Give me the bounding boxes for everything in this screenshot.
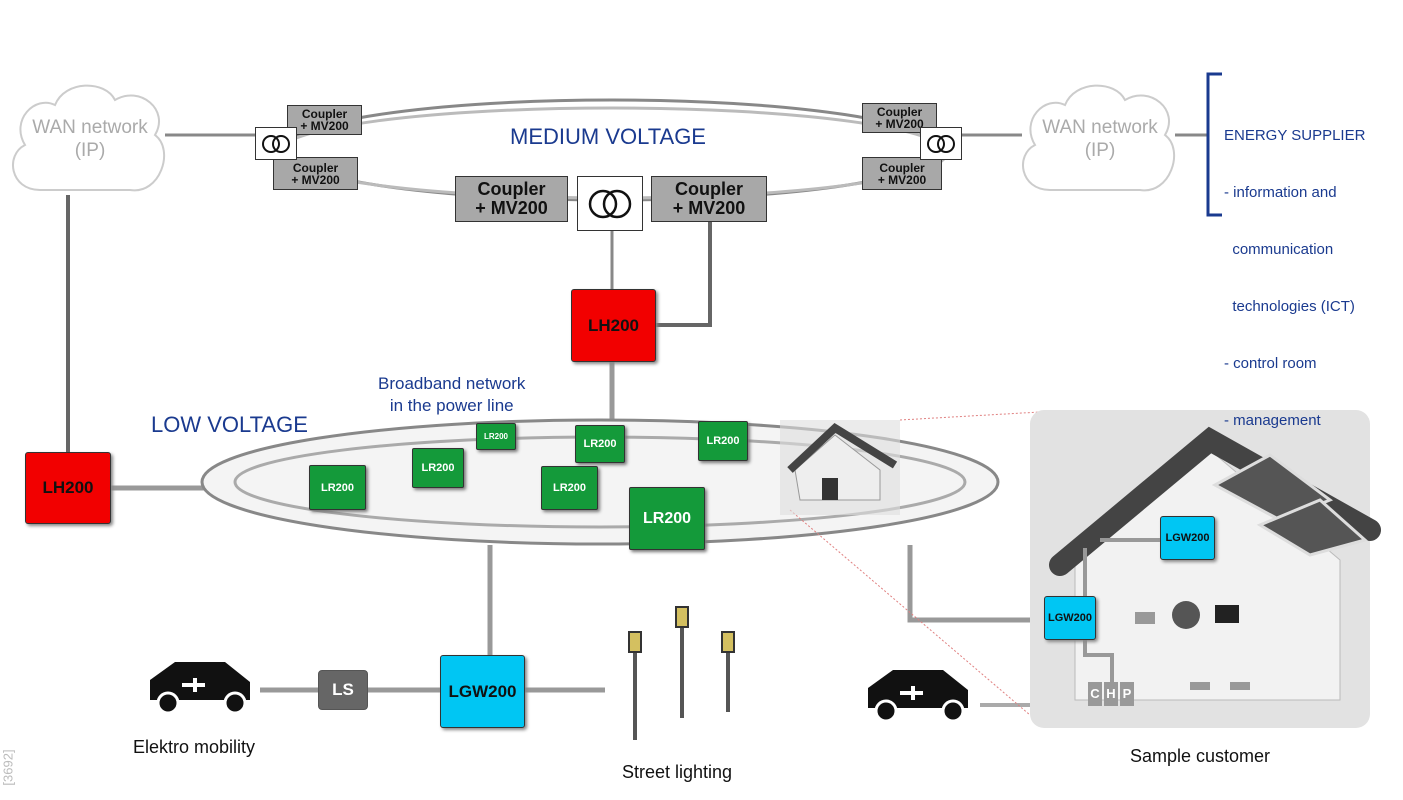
lgw200-device: LGW200 <box>1160 516 1215 560</box>
energy-supplier-info: ENERGY SUPPLIER - information and commun… <box>1224 88 1365 449</box>
supplier-item: - information and <box>1224 184 1337 201</box>
wan-label: WAN network <box>32 117 148 138</box>
coupler-text: + MV200 <box>875 117 924 131</box>
broadband-line2: in the power line <box>389 396 514 415</box>
coupler-mv200: Coupler+ MV200 <box>287 105 362 135</box>
lgw200-device: LGW200 <box>1044 596 1096 640</box>
coupler-mv200-main: Coupler+ MV200 <box>455 176 568 222</box>
wan-ip-label: (IP) <box>74 140 106 161</box>
cloud-right <box>1022 84 1175 192</box>
small-house-icon <box>787 422 898 501</box>
coupler-text: Coupler <box>477 179 546 199</box>
broadband-label: Broadband network in the power line <box>378 373 525 417</box>
chp-letter: H <box>1104 682 1118 706</box>
electric-car-icon <box>150 662 250 715</box>
sample-customer-caption: Sample customer <box>1130 746 1271 766</box>
supplier-item: technologies (ICT) <box>1224 298 1355 315</box>
elektro-mobility-caption: Elektro mobility <box>133 737 256 757</box>
supplier-item: communication <box>1224 241 1334 258</box>
coupler-text: + MV200 <box>300 119 349 133</box>
street-lighting-caption: Street lighting <box>622 762 733 782</box>
chp-letter: C <box>1088 682 1102 706</box>
coupler-text: Coupler <box>879 160 925 175</box>
chp-letter: P <box>1120 682 1134 706</box>
broadband-line1: Broadband network <box>378 374 526 393</box>
coupler-text: + MV200 <box>672 198 746 218</box>
supplier-bracket <box>1206 72 1222 217</box>
watermark: [3692] <box>0 749 16 786</box>
lgw200-device: LGW200 <box>440 655 525 728</box>
coupler-mv200: Coupler+ MV200 <box>862 157 942 190</box>
cloud-left <box>12 84 165 192</box>
chp-unit: C H P <box>1088 682 1134 706</box>
transformer-icon <box>255 127 297 160</box>
low-voltage-label: LOW VOLTAGE <box>151 412 308 437</box>
customer-house-icon <box>1049 426 1381 701</box>
transformer-icon <box>920 127 962 160</box>
street-lamps <box>628 606 735 740</box>
supplier-item: - control room <box>1224 355 1317 372</box>
lr200-device: LR200 <box>575 425 625 463</box>
coupler-mv200: Coupler+ MV200 <box>273 157 358 190</box>
coupler-text: Coupler <box>674 179 743 199</box>
lh200-device: LH200 <box>25 452 111 524</box>
wan-network-right: WAN network(IP) <box>1030 116 1170 162</box>
lr200-device: LR200 <box>412 448 464 488</box>
lr200-device: LR200 <box>476 423 516 450</box>
energy-supplier-title: ENERGY SUPPLIER <box>1224 127 1366 144</box>
lr200-device: LR200 <box>309 465 366 510</box>
coupler-text: Coupler <box>301 107 348 121</box>
medium-voltage-label: MEDIUM VOLTAGE <box>510 124 706 149</box>
lr200-device: LR200 <box>629 487 705 550</box>
coupler-text: Coupler <box>876 105 923 119</box>
electric-car-icon-customer <box>868 670 968 723</box>
supplier-item: - management <box>1224 412 1321 429</box>
wan-ip-label: (IP) <box>1084 140 1116 161</box>
wan-label: WAN network <box>1042 117 1158 138</box>
wan-network-left: WAN network(IP) <box>20 116 160 162</box>
lr200-device: LR200 <box>698 421 748 461</box>
coupler-mv200-main: Coupler+ MV200 <box>651 176 767 222</box>
coupler-text: + MV200 <box>475 198 548 218</box>
coupler-text: + MV200 <box>877 172 927 187</box>
lr200-device: LR200 <box>541 466 598 510</box>
transformer-icon <box>577 176 643 231</box>
lh200-device: LH200 <box>571 289 656 362</box>
ls-device: LS <box>318 670 368 710</box>
coupler-text: Coupler <box>292 160 339 175</box>
coupler-text: + MV200 <box>291 172 340 187</box>
